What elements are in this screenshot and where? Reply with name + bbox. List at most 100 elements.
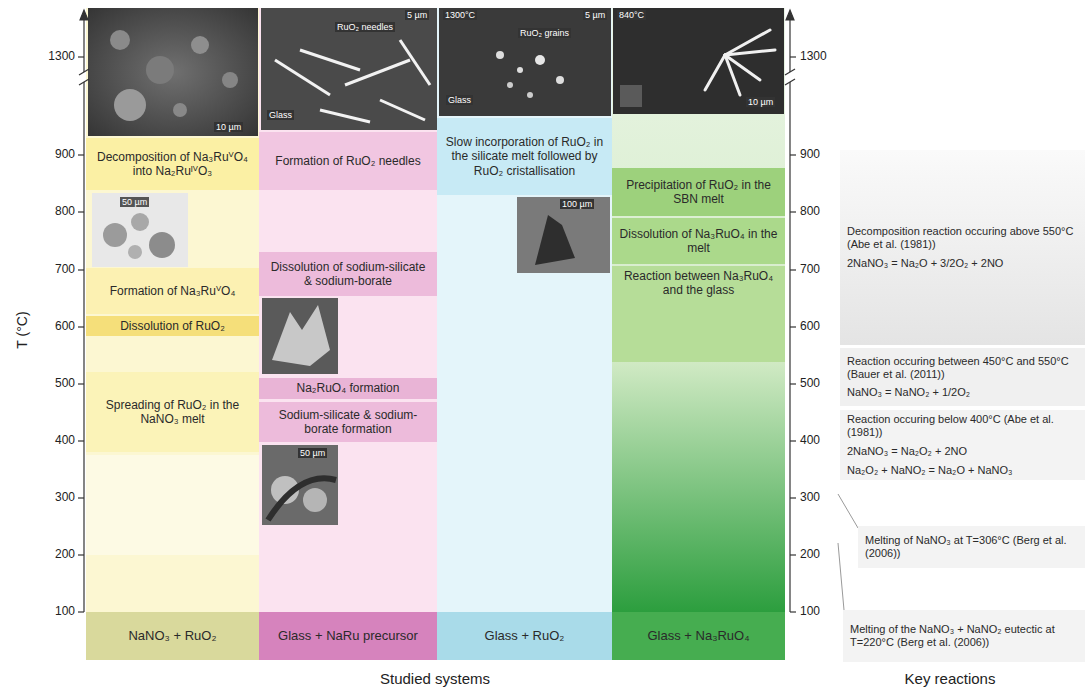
node-text: Melting of the NaNO₃ + NaNO₂ eutectic at… xyxy=(850,623,1078,649)
panel-ground xyxy=(840,150,1085,345)
node-text: Reaction occuring between 450°C and 550°… xyxy=(847,355,1078,381)
node-text: Formation of RuO₂ needles xyxy=(275,154,420,168)
node-text: Glass + Na₃RuO₄ xyxy=(648,628,750,643)
node-text: Reaction between Na₃RuO₄ and the glass xyxy=(618,269,779,297)
sem-image xyxy=(613,8,784,114)
reaction-band: Sodium-silicate & sodium-borate formatio… xyxy=(259,402,437,442)
system-box: Glass + RuO₂ xyxy=(437,612,612,660)
tick-label: 1300 xyxy=(800,50,827,64)
tick-label: 900 xyxy=(800,148,820,162)
reaction-band: Decomposition of Na₃RuⱽO₄ into Na₂RuᴵⱽO₃ xyxy=(86,138,259,190)
tick-label: 800 xyxy=(800,205,820,219)
tick-label: 700 xyxy=(800,263,820,277)
column-ground xyxy=(86,8,259,612)
reaction-band: Precipitation of RuO₂ in the SBN melt xyxy=(612,168,785,216)
column-ground xyxy=(612,8,785,612)
node-text: Formation of Na₃RuⱽO₄ xyxy=(110,284,236,298)
tick-label: 600 xyxy=(55,320,75,334)
node-text: Glass + RuO₂ xyxy=(485,628,565,643)
reaction-note: Reaction occuring below 400°C (Abe et al… xyxy=(840,410,1085,480)
system-box: Glass + NaRu precursor xyxy=(259,612,437,660)
node-text: Melting of NaNO₃ at T=306°C (Berg et al.… xyxy=(865,534,1078,560)
axis-title: T (°C) xyxy=(14,311,30,348)
sem-image xyxy=(517,197,610,273)
tick-label: 600 xyxy=(800,320,820,334)
tick-label: 200 xyxy=(55,548,75,562)
reaction-note: Melting of NaNO₃ at T=306°C (Berg et al.… xyxy=(858,526,1085,568)
system-box: NaNO₃ + RuO₂ xyxy=(86,612,259,660)
node-text: Decomposition reaction occuring above 55… xyxy=(847,225,1078,251)
column-ground xyxy=(437,8,612,612)
image-label: 840°C xyxy=(617,10,646,20)
node-text: Glass + NaRu precursor xyxy=(278,628,418,643)
reaction-band: Dissolution of RuO₂ xyxy=(86,316,259,336)
reaction-band: Reaction between Na₃RuO₄ and the glass xyxy=(612,266,785,362)
scale-bar: 5 µm xyxy=(583,10,607,20)
reaction-band: Spreading of RuO₂ in the NaNO₃ melt xyxy=(86,372,259,452)
reaction-band: Slow incorporation of RuO₂ in the silica… xyxy=(437,118,612,195)
sem-image xyxy=(261,8,437,130)
reaction-band: Formation of Na₃RuⱽO₄ xyxy=(86,268,259,314)
tick-label: 300 xyxy=(55,491,75,505)
scale-bar: 50 µm xyxy=(298,448,327,458)
system-box: Glass + Na₃RuO₄ xyxy=(612,612,785,660)
tick-label: 200 xyxy=(800,548,820,562)
scale-bar: 50 µm xyxy=(120,197,149,207)
equation-text: 2NaNO₃ = Na₂O + 3/2O₂ + 2NO xyxy=(847,257,1003,270)
image-label: Glass xyxy=(267,110,294,120)
tick-label: 300 xyxy=(800,491,820,505)
reaction-note: Decomposition reaction occuring above 55… xyxy=(840,150,1085,345)
node-text: Dissolution of sodium-silicate & sodium-… xyxy=(265,260,431,288)
reaction-band: Dissolution of sodium-silicate & sodium-… xyxy=(259,252,437,296)
tick-label: 500 xyxy=(800,377,820,391)
node-text: NaNO₃ + RuO₂ xyxy=(128,628,216,643)
image-label: 1300°C xyxy=(443,10,477,20)
reaction-note: Melting of the NaNO₃ + NaNO₂ eutectic at… xyxy=(843,610,1085,662)
node-text: Sodium-silicate & sodium-borate formatio… xyxy=(265,408,431,436)
reaction-note: Reaction occuring between 450°C and 550°… xyxy=(840,348,1085,406)
image-label: Glass xyxy=(446,95,473,105)
image-label: RuO₂ grains xyxy=(518,28,571,38)
sem-image xyxy=(262,298,338,374)
axis-title: Key reactions xyxy=(905,670,996,687)
node-text: Dissolution of RuO₂ xyxy=(120,319,225,333)
sem-image xyxy=(262,445,338,525)
scale-bar: 5 µm xyxy=(405,10,429,20)
scale-bar: 10 µm xyxy=(746,97,775,107)
tick-label: 100 xyxy=(55,605,75,619)
scale-bar: 100 µm xyxy=(560,199,594,209)
node-text: Reaction occuring below 400°C (Abe et al… xyxy=(847,413,1078,439)
leader-line xyxy=(838,494,858,610)
scale-bar: 10 µm xyxy=(214,122,243,132)
reaction-band: Na₂RuO₄ formation xyxy=(259,378,437,399)
node-text: Dissolution of Na₃RuO₄ in the melt xyxy=(618,227,779,255)
tick-label: 500 xyxy=(55,377,75,391)
sem-image xyxy=(439,8,611,116)
equation-text: 2NaNO₃ = Na₂O₂ + 2NO xyxy=(847,445,967,458)
node-text: Na₂RuO₄ formation xyxy=(297,381,400,395)
image-label: RuO₂ needles xyxy=(335,22,395,32)
reaction-band: Formation of RuO₂ needles xyxy=(259,132,437,190)
equation-text: Na₂O₂ + NaNO₂ = Na₂O + NaNO₃ xyxy=(847,464,1013,477)
axis-title: Studied systems xyxy=(380,670,490,687)
tick-label: 700 xyxy=(55,263,75,277)
tick-label: 100 xyxy=(800,605,820,619)
sem-image xyxy=(88,8,258,136)
tick-label: 900 xyxy=(55,148,75,162)
node-text: Decomposition of Na₃RuⱽO₄ into Na₂RuᴵⱽO₃ xyxy=(92,150,253,178)
node-text: Spreading of RuO₂ in the NaNO₃ melt xyxy=(92,398,253,426)
tick-label: 1300 xyxy=(48,50,75,64)
sem-image xyxy=(92,193,188,267)
reaction-band: Dissolution of Na₃RuO₄ in the melt xyxy=(612,218,785,264)
node-text: Slow incorporation of RuO₂ in the silica… xyxy=(443,135,606,177)
node-text: Precipitation of RuO₂ in the SBN melt xyxy=(618,178,779,206)
column-ground xyxy=(86,455,259,555)
equation-text: NaNO₃ = NaNO₂ + 1/2O₂ xyxy=(847,386,970,399)
temperature-axis xyxy=(785,10,796,612)
tick-label: 400 xyxy=(55,434,75,448)
tick-label: 400 xyxy=(800,434,820,448)
tick-label: 800 xyxy=(55,205,75,219)
column-ground xyxy=(259,8,437,612)
